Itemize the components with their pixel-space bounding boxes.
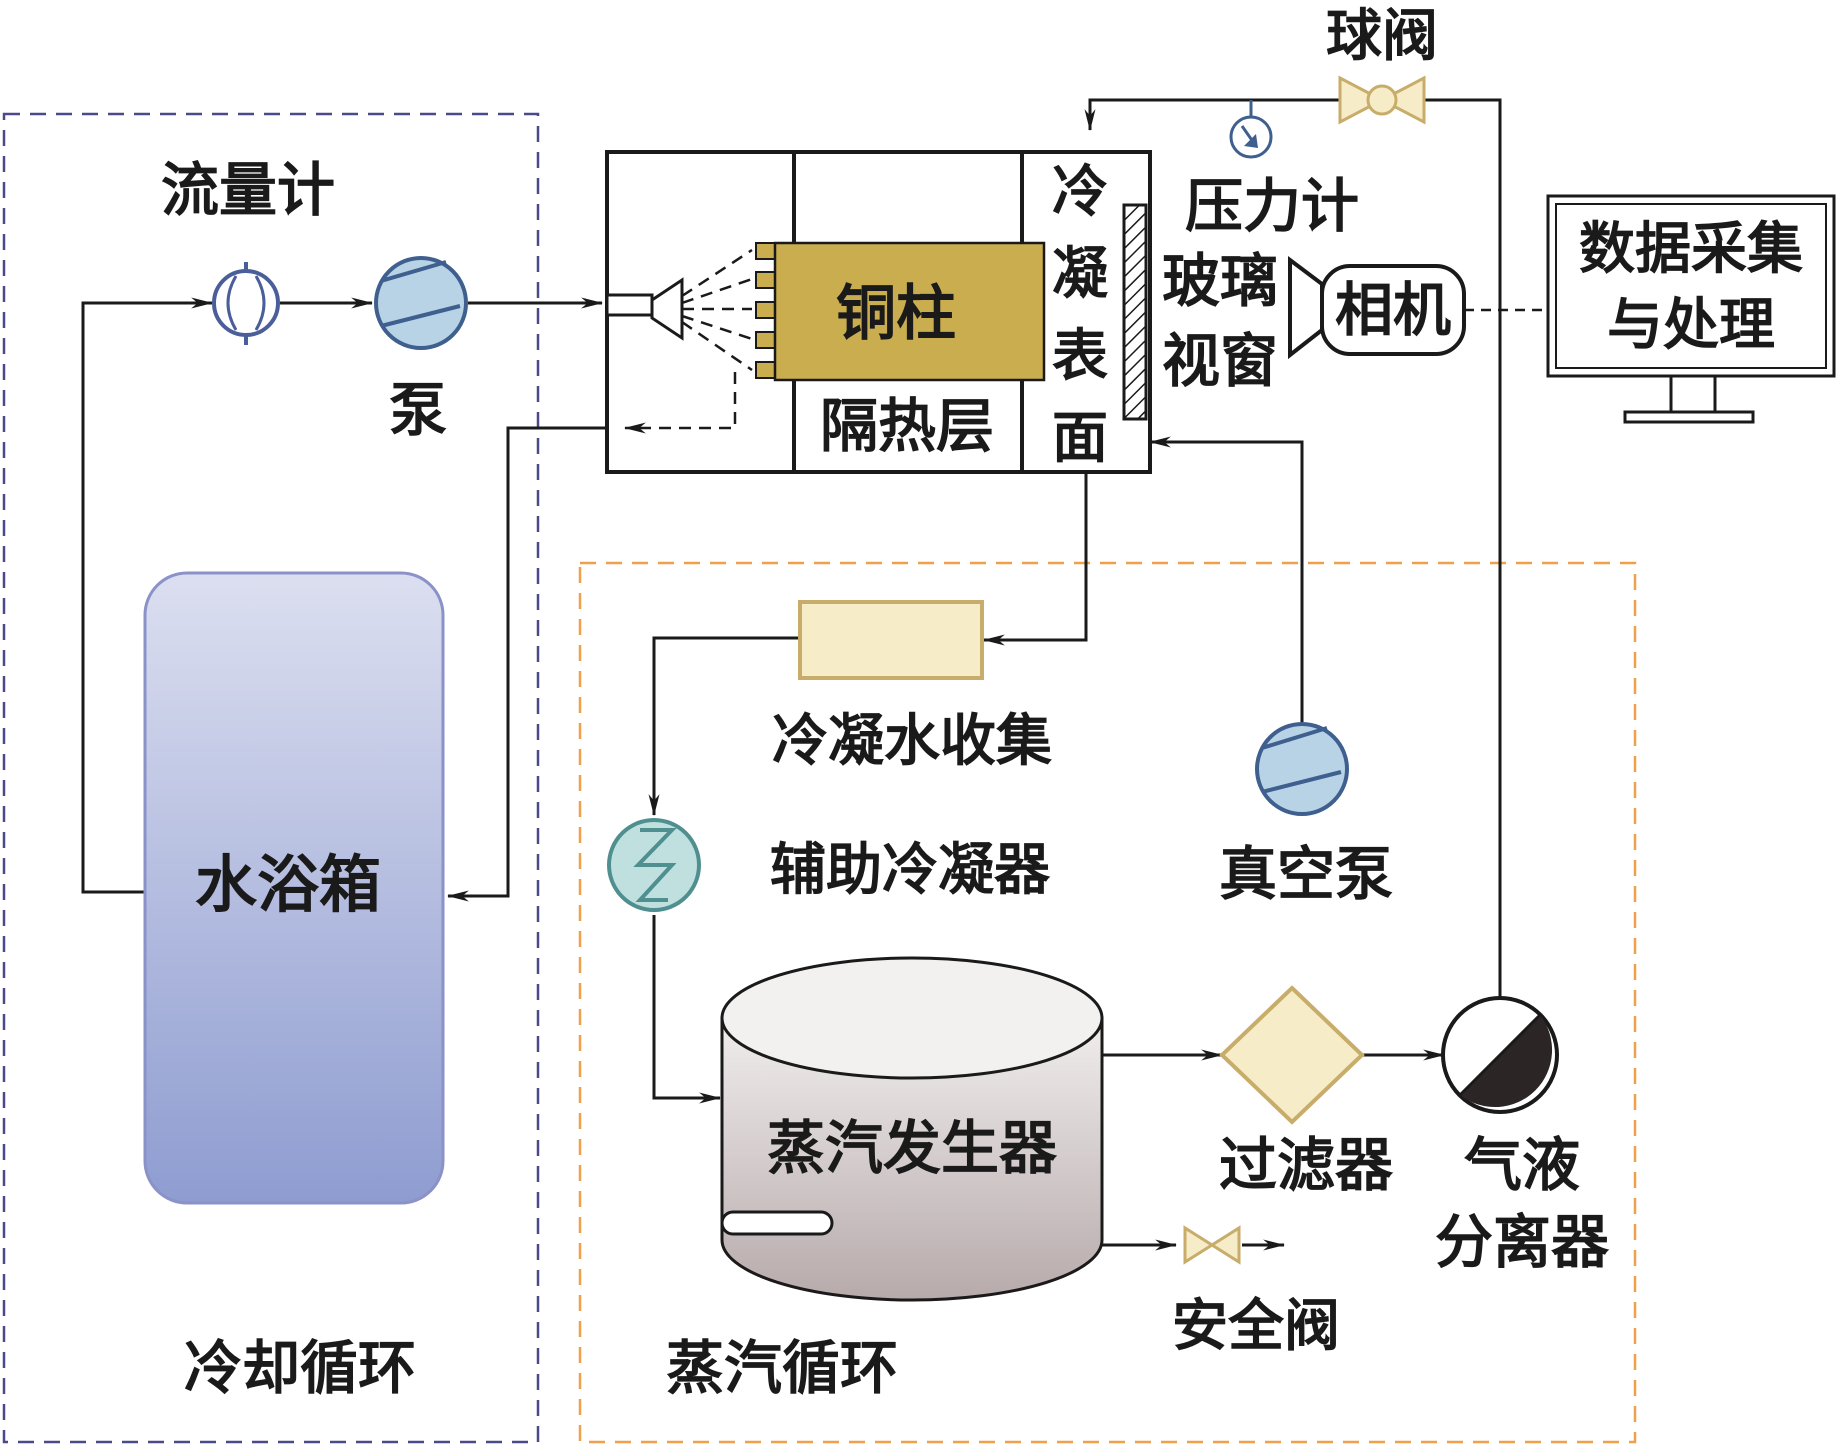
condensate-collection-label: 冷凝水收集 xyxy=(772,708,1052,774)
daq-label-1: 数据采集 xyxy=(1579,216,1803,282)
glass-window xyxy=(1122,203,1148,421)
vacuum-pump-icon xyxy=(1255,722,1349,816)
water-bath-label: 水浴箱 xyxy=(195,848,381,921)
condensing-surface-label-4: 面 xyxy=(1052,405,1108,471)
glass-window-label-2: 视窗 xyxy=(1162,327,1278,395)
ball-valve-label: 球阀 xyxy=(1326,3,1438,69)
vacuum-pump-label: 真空泵 xyxy=(1219,840,1393,908)
pipe-chamber-return-to-bath xyxy=(446,426,605,902)
valve-icon xyxy=(1183,1225,1241,1265)
copper-column-label: 铜柱 xyxy=(836,279,956,349)
spray-nozzle-icon xyxy=(605,248,753,434)
steam-generator-label: 蒸汽发生器 xyxy=(767,1114,1058,1182)
condensing-surface-label-2: 凝 xyxy=(1052,241,1108,307)
pump-label: 泵 xyxy=(389,376,447,444)
separator-label-1: 气液 xyxy=(1464,1131,1580,1199)
steam-generator-heater xyxy=(720,1210,834,1236)
steam-generator xyxy=(720,956,1104,1302)
pipe-valve-to-chamber xyxy=(1084,98,1340,132)
aux-condenser-label: 辅助冷凝器 xyxy=(770,837,1051,903)
ball-valve-icon xyxy=(1338,75,1426,125)
pump-icon xyxy=(374,256,468,350)
heat-exchanger-icon xyxy=(607,818,701,912)
pipe-collection-to-condenser xyxy=(648,636,798,817)
pressure-gauge-label: 压力计 xyxy=(1185,172,1359,240)
flowmeter-icon xyxy=(212,262,280,345)
gas-liquid-separator-icon xyxy=(1441,996,1559,1114)
monitor-icon xyxy=(1546,194,1836,424)
steam-loop-label: 蒸汽循环 xyxy=(666,1334,898,1402)
glass-window-label-1: 玻璃 xyxy=(1162,247,1278,315)
flowmeter-label: 流量计 xyxy=(161,156,335,224)
daq-label-2: 与处理 xyxy=(1607,292,1775,358)
pressure-gauge-icon xyxy=(1229,100,1273,159)
filter-diamond-icon xyxy=(1219,985,1365,1125)
pipe-separator-to-chamber xyxy=(1424,98,1502,998)
condensing-surface-label-1: 冷 xyxy=(1052,159,1108,225)
safety-valve-label: 安全阀 xyxy=(1172,1293,1340,1359)
filter-label: 过滤器 xyxy=(1219,1131,1394,1199)
cooling-loop-label: 冷却循环 xyxy=(184,1334,416,1402)
condensate-collection-box xyxy=(798,600,984,680)
steam-loop-boundary xyxy=(578,561,1637,1444)
pipe-chamber-to-collection xyxy=(982,474,1088,646)
copper-column xyxy=(755,241,1046,382)
pipe-vacuum-pump-to-chamber xyxy=(1148,436,1304,725)
pipe-condenser-to-generator xyxy=(652,915,722,1104)
pipe-bath-to-flowmeter xyxy=(81,297,214,894)
camera-icon xyxy=(1288,256,1466,360)
condensing-surface-label-3: 表 xyxy=(1052,323,1108,389)
insulation-label: 隔热层 xyxy=(820,392,994,460)
water-bath-tank xyxy=(143,571,445,1205)
separator-label-2: 分离器 xyxy=(1435,1208,1610,1276)
camera-label: 相机 xyxy=(1335,276,1451,344)
cooling-loop-boundary xyxy=(2,112,540,1444)
